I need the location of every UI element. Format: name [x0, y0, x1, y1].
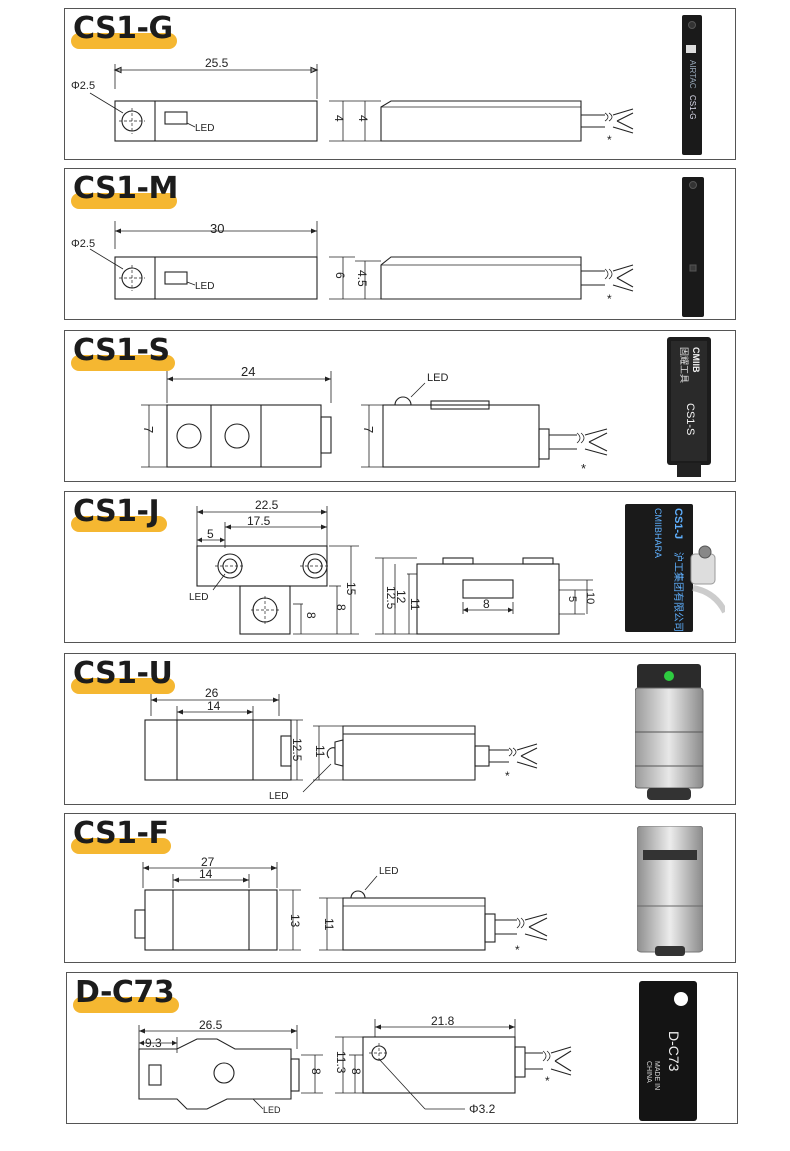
- model-title: CS1-G: [73, 11, 173, 46]
- dim-hole: Φ2.5: [71, 80, 95, 92]
- dim-w8: 8: [483, 597, 490, 611]
- led-label: LED: [195, 281, 214, 292]
- sensor-photo-d-c73: D-C73 MADE IN CHINA: [639, 981, 697, 1121]
- cable-mark: *: [607, 292, 612, 306]
- dim-offset: 5: [207, 527, 214, 541]
- dim-inner: 14: [207, 699, 221, 713]
- dim-h8-side: 8: [349, 1068, 363, 1075]
- dim-h12-5: 12.5: [384, 586, 398, 610]
- led-label: LED: [427, 372, 448, 384]
- dim-h12: 12: [394, 590, 408, 604]
- dim-height-side: 7: [361, 426, 376, 433]
- model-title: CS1-U: [73, 656, 173, 691]
- sensor-photo-cs1-u: [634, 662, 705, 802]
- cable-mark: *: [607, 133, 612, 147]
- cs1-j-diagram: 22.5 17.5 5 LED 15 8 8: [189, 498, 596, 635]
- cs1-g-diagram: 25.5 Φ2.5 LED 4 4 *: [71, 56, 634, 147]
- sensor-photo-cs1-m: [682, 177, 704, 317]
- photo-maker: 固耀工具: [679, 347, 689, 383]
- photo-country: CHINA: [645, 1061, 652, 1083]
- photo-brand: CMIIBHARA: [653, 508, 663, 558]
- photo-model: CS1-S: [684, 403, 696, 435]
- photo-model: CS1-J: [672, 508, 684, 539]
- panel-cs1-f: CS1-F 27 14 13 11 LED *: [64, 813, 736, 963]
- dim-h5: 5: [566, 596, 578, 602]
- model-title: CS1-M: [73, 171, 178, 206]
- panel-cs1-u: CS1-U 26 14 12.5 11 LED *: [64, 653, 736, 805]
- dim-h10: 10: [584, 592, 596, 604]
- panel-cs1-m: CS1-M 30 Φ2.5 LED 6 4.5 *: [64, 168, 736, 320]
- model-title: CS1-S: [73, 333, 170, 368]
- dim-h11: 11: [322, 918, 336, 931]
- dim-length: 25.5: [205, 56, 229, 70]
- photo-model: D-C73: [666, 1031, 682, 1072]
- cable-mark: *: [581, 461, 586, 476]
- dim-length: 24: [241, 364, 255, 379]
- dim-h11: 11: [313, 745, 327, 758]
- photo-made-in: MADE IN: [653, 1061, 660, 1090]
- d-c73-diagram: 26.5 9.3 LED 8 21.8 Φ3.2 11.3 8: [138, 1014, 572, 1116]
- sensor-photo-cs1-j: CS1-J CMIIBHARA 沪工集团有限公司: [625, 502, 728, 636]
- dim-height-side: 4.5: [355, 270, 369, 287]
- sensor-photo-cs1-f: [636, 825, 704, 958]
- title-highlight: [71, 355, 175, 371]
- panel-cs1-g: CS1-G 25.5 Φ2.5 LED 4 4 *: [64, 8, 736, 160]
- dim-length: 30: [210, 221, 224, 236]
- sensor-photo-cs1-s: CMIIB 固耀工具 CS1-S: [667, 335, 711, 479]
- dim-hole: Φ2.5: [71, 238, 95, 250]
- sensor-photo-cs1-g: AIRTAC CS1-G: [682, 15, 702, 155]
- dim-h8: 8: [309, 1068, 323, 1075]
- dim-h12-5: 12.5: [290, 738, 304, 762]
- model-title: CS1-F: [73, 816, 169, 851]
- dim-length: 26.5: [199, 1018, 223, 1032]
- led-label: LED: [269, 791, 288, 802]
- dim-length: 26: [205, 686, 219, 700]
- panel-cs1-s: CS1-S 24 7 7 LED *: [64, 330, 736, 482]
- dim-hole: Φ3.2: [469, 1102, 496, 1116]
- cs1-f-diagram: 27 14 13 11 LED *: [134, 855, 548, 957]
- led-label: LED: [263, 1105, 281, 1115]
- title-highlight: [73, 997, 179, 1013]
- model-title: D-C73: [75, 975, 175, 1010]
- led-label: LED: [195, 123, 214, 134]
- dim-h8: 8: [334, 604, 348, 611]
- photo-model: CS1-G: [688, 95, 697, 119]
- led-label: LED: [189, 592, 208, 603]
- title-highlight: [71, 516, 167, 532]
- dim-height-front: 7: [141, 426, 156, 433]
- title-highlight: [71, 193, 177, 209]
- photo-brand: CMIIB: [691, 347, 701, 373]
- photo-brand: AIRTAC: [688, 60, 697, 89]
- led-label: LED: [379, 866, 398, 877]
- title-highlight: [71, 838, 171, 854]
- dim-h11: 11: [408, 598, 422, 611]
- cs1-s-diagram: 24 7 7 LED *: [141, 364, 608, 476]
- title-highlight: [71, 678, 175, 694]
- panel-d-c73: D-C73 26.5 9.3 LED 8 21.8 Φ3.2: [66, 972, 738, 1124]
- dim-h15: 15: [344, 582, 358, 596]
- dim-offset: 9.3: [145, 1036, 162, 1050]
- cs1-u-diagram: 26 14 12.5 11 LED *: [144, 686, 538, 802]
- cable-mark: *: [505, 769, 510, 783]
- photo-maker: 沪工集团有限公司: [672, 552, 685, 632]
- dim-height-side: 4: [356, 115, 370, 122]
- panel-cs1-j: CS1-J 22.5 17.5 5 LED 15 8 8: [64, 491, 736, 643]
- cable-mark: *: [515, 943, 520, 957]
- dim-inner: 14: [199, 867, 213, 881]
- dim-height-front: 6: [333, 272, 347, 279]
- dim-h8b: 8: [304, 612, 318, 619]
- dim-height-front: 4: [332, 115, 346, 122]
- cs1-m-diagram: 30 Φ2.5 LED 6 4.5 *: [71, 221, 634, 306]
- dim-side-length: 21.8: [431, 1014, 455, 1028]
- model-title: CS1-J: [73, 494, 160, 529]
- dim-mid: 17.5: [247, 514, 271, 528]
- cable-mark: *: [545, 1074, 550, 1088]
- dim-h11-3: 11.3: [334, 1051, 348, 1074]
- dim-h13: 13: [288, 914, 302, 928]
- title-highlight: [71, 33, 177, 49]
- dim-length: 27: [201, 855, 215, 869]
- dim-total: 22.5: [255, 498, 279, 512]
